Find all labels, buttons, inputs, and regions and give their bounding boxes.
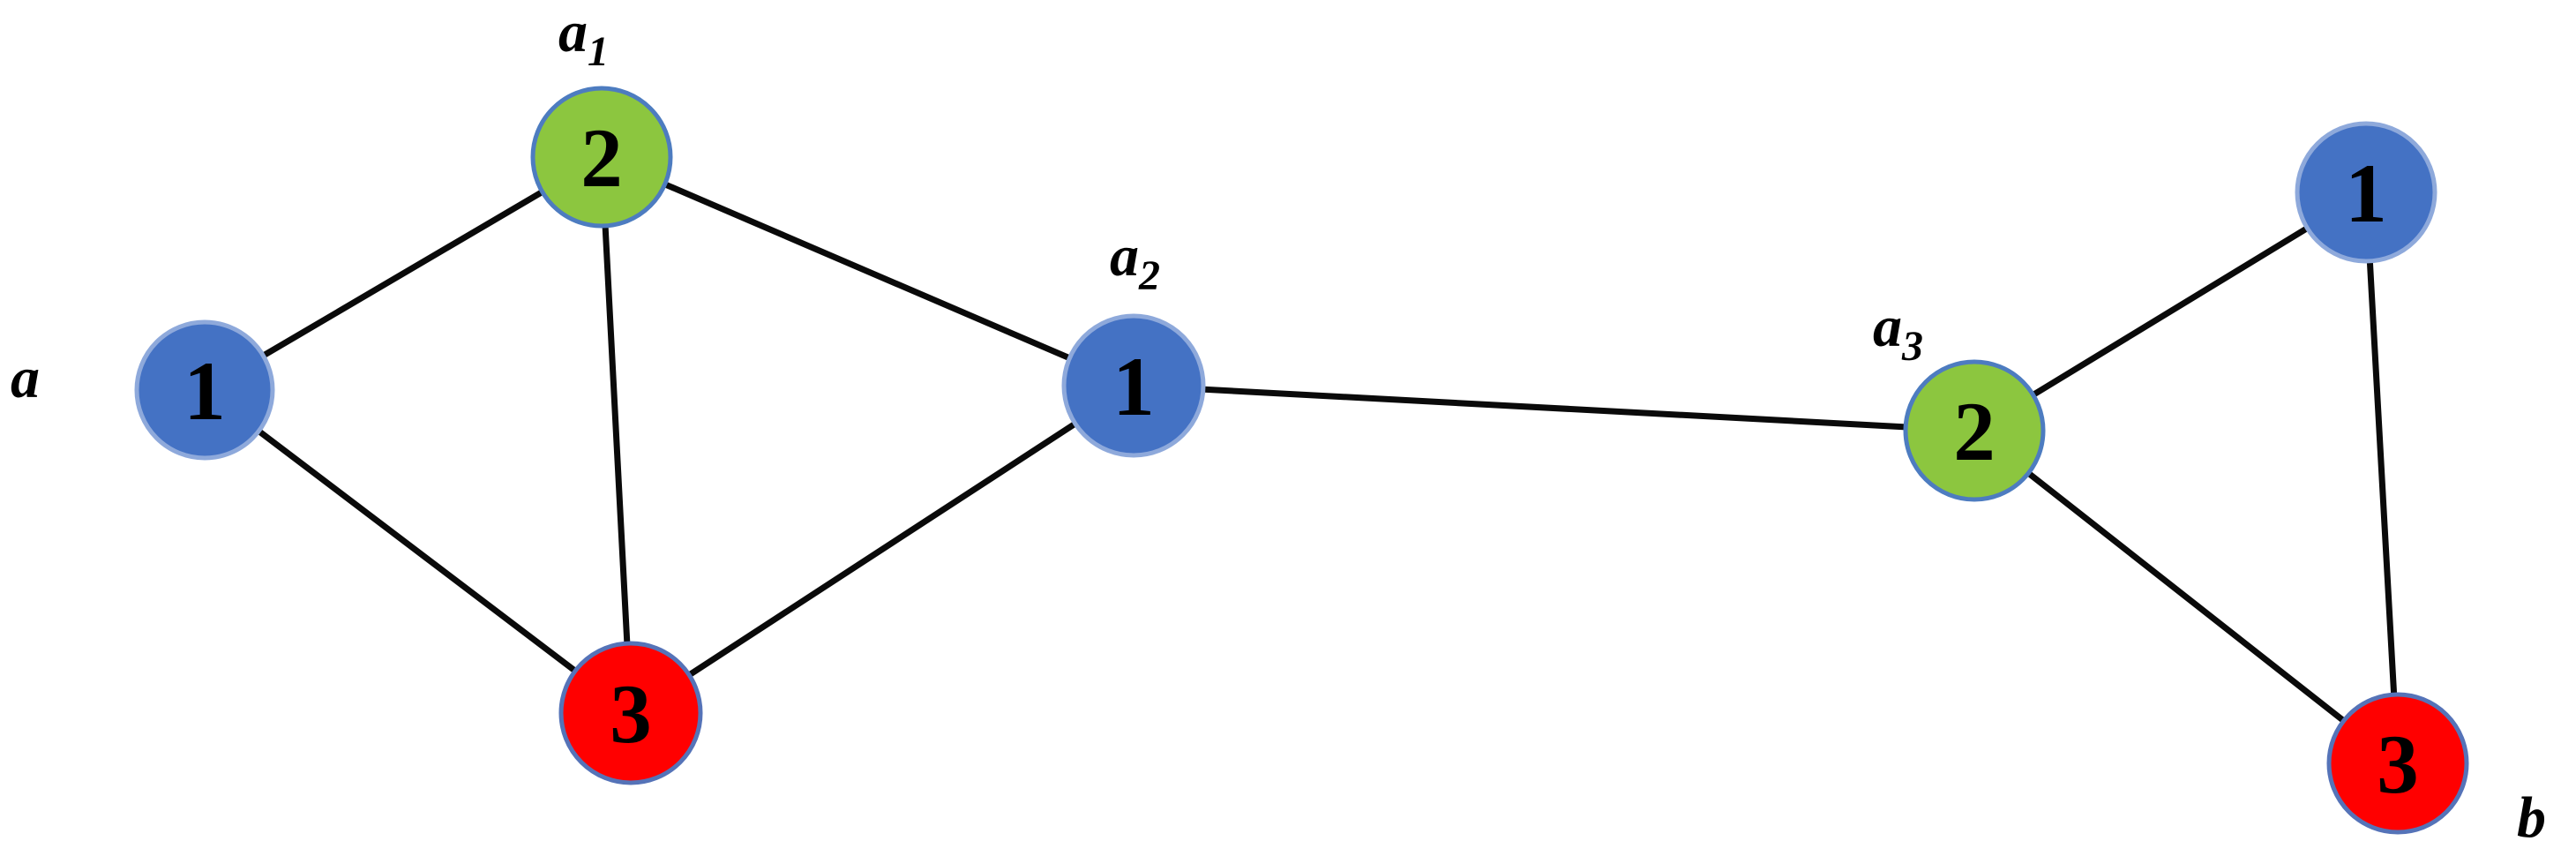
node-a2-value: 1 <box>1112 340 1155 433</box>
node-a3-value: 2 <box>1953 385 1996 478</box>
node-a1-value: 2 <box>580 111 623 205</box>
edge-c3-left-a2 <box>627 382 1137 717</box>
graph-node-a2: 1 <box>1061 313 1206 458</box>
edge-a2-a3 <box>1130 382 1978 434</box>
label-a1: a1 <box>558 0 609 75</box>
graph-node-a1: 2 <box>530 86 673 229</box>
edge-a3-c1-right <box>1971 189 2370 434</box>
graph-node-a: 1 <box>134 319 275 461</box>
labels-layer: a a1 a2 a3 b <box>11 0 2546 850</box>
node-a-value: 1 <box>183 344 226 438</box>
graph-node-c3-right: 3 <box>2326 692 2469 835</box>
edges-layer <box>201 154 2401 767</box>
node-c3-left-value: 3 <box>610 667 652 761</box>
nodes-layer: 1 2 3 1 2 1 3 <box>134 86 2469 835</box>
node-c3-right-value: 3 <box>2377 717 2419 811</box>
node-a1-circle <box>530 86 673 229</box>
graph-node-c1-right: 1 <box>2295 121 2437 264</box>
node-a2-circle <box>1061 313 1206 458</box>
node-a-circle <box>134 319 275 461</box>
node-c1-right-value: 1 <box>2345 146 2387 240</box>
label-b: b <box>2517 785 2546 850</box>
label-a2: a2 <box>1110 224 1160 299</box>
label-a3: a3 <box>1873 295 1923 370</box>
edge-a1-a2 <box>598 154 1137 389</box>
node-c3-left-circle <box>558 641 703 785</box>
node-c3-right-circle <box>2326 692 2469 835</box>
edge-a3-c3-right <box>1971 427 2401 767</box>
node-c1-right-circle <box>2295 121 2437 264</box>
edge-a1-c3-left <box>598 154 634 717</box>
edge-c1-right-c3-right <box>2363 189 2401 767</box>
node-a3-circle <box>1903 359 2046 502</box>
edge-a-c3-left <box>201 387 634 717</box>
label-a: a <box>11 346 40 410</box>
edge-a-a1 <box>201 154 605 394</box>
graph-node-a3: 2 <box>1903 359 2046 502</box>
graph-node-c3-left: 3 <box>558 641 703 785</box>
